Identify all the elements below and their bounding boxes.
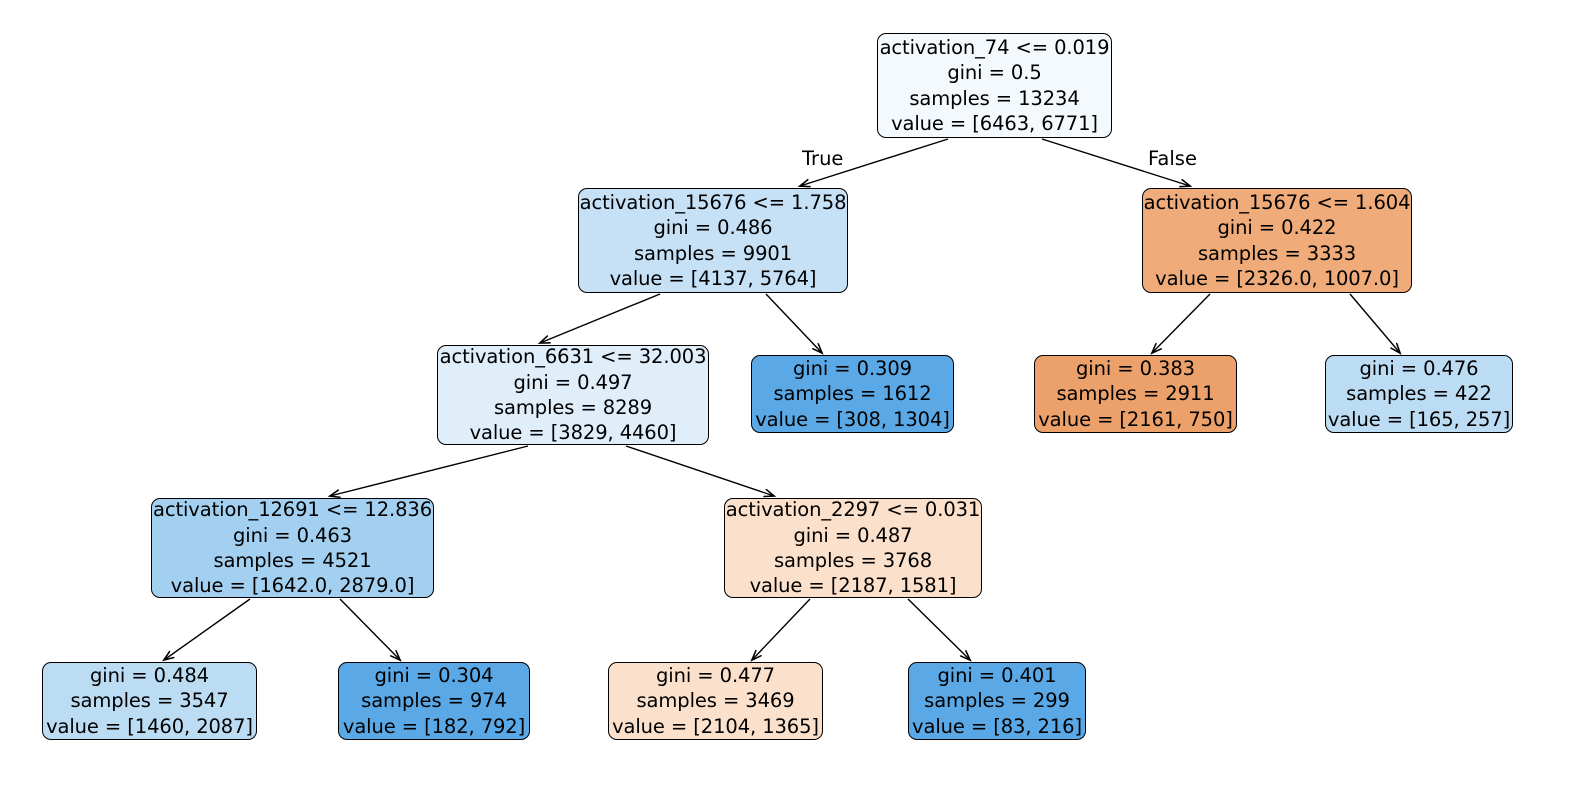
node-text-line: gini = 0.477 xyxy=(656,663,775,687)
node-text-line: activation_15676 <= 1.604 xyxy=(1143,190,1411,214)
node-text-line: value = [2161, 750] xyxy=(1038,407,1233,431)
node-text-line: value = [165, 257] xyxy=(1327,407,1511,431)
node-text-line: samples = 3547 xyxy=(70,689,229,713)
node-text-line: gini = 0.497 xyxy=(513,370,633,394)
node-text-line: value = [4137, 5764] xyxy=(609,266,817,290)
node-text-line: gini = 0.487 xyxy=(793,523,913,547)
tree-edge-n2-to-n5 xyxy=(1152,293,1211,353)
node-text-line: activation_2297 <= 0.031 xyxy=(725,498,981,522)
node-text-line: gini = 0.486 xyxy=(653,216,773,240)
node-text-line: gini = 0.309 xyxy=(793,356,912,380)
node-text-line: samples = 422 xyxy=(1346,382,1492,406)
node-text-line: gini = 0.304 xyxy=(374,663,494,687)
node-text-line: samples = 4521 xyxy=(213,549,372,572)
tree-edge-n1-to-n3 xyxy=(540,293,661,343)
node-text-line: gini = 0.463 xyxy=(233,523,352,547)
node-text-line: value = [308, 1304] xyxy=(755,407,950,431)
node-text-line: value = [2326.0, 1007.0] xyxy=(1155,266,1399,290)
node-text-line: samples = 2911 xyxy=(1056,382,1215,406)
edge-label-false: False xyxy=(1148,147,1197,170)
node-text-line: gini = 0.383 xyxy=(1076,356,1195,380)
node-text-line: gini = 0.5 xyxy=(947,61,1042,85)
node-text-line: activation_15676 <= 1.758 xyxy=(579,190,847,214)
tree-edge-n1-to-n4 xyxy=(765,293,822,353)
node-text-line: gini = 0.401 xyxy=(937,663,1057,687)
node-text-line: value = [2104, 1365] xyxy=(612,714,819,738)
tree-edge-n7-to-n10 xyxy=(339,598,400,660)
node-text-line: value = [83, 216] xyxy=(912,714,1082,738)
node-text-line: value = [6463, 6771] xyxy=(891,111,1098,135)
node-text-line: samples = 3768 xyxy=(773,549,933,572)
node-text-line: samples = 9901 xyxy=(633,241,793,265)
node-text-line: samples = 1612 xyxy=(773,382,932,406)
node-text-line: value = [182, 792] xyxy=(342,714,526,738)
node-text-line: samples = 3469 xyxy=(636,689,795,713)
tree-edge-n3-to-n8 xyxy=(625,445,774,496)
tree-edge-n2-to-n6 xyxy=(1349,293,1400,353)
node-text-line: activation_6631 <= 32.003 xyxy=(439,345,707,369)
node-text-line: samples = 299 xyxy=(924,689,1070,713)
tree-edge-n8-to-n12 xyxy=(907,598,970,660)
node-text-line: activation_12691 <= 12.836 xyxy=(152,498,433,522)
node-text-line: value = [2187, 1581] xyxy=(749,574,957,598)
node-text-line: samples = 3333 xyxy=(1197,241,1357,265)
node-text-line: value = [1460, 2087] xyxy=(46,714,253,738)
node-text-line: samples = 8289 xyxy=(493,396,653,419)
node-text-line: gini = 0.484 xyxy=(90,663,209,687)
node-text-line: gini = 0.476 xyxy=(1359,356,1479,380)
node-text-line: activation_74 <= 0.019 xyxy=(879,35,1110,59)
node-text-line: samples = 13234 xyxy=(909,86,1080,110)
tree-edge-n7-to-n9 xyxy=(164,598,251,660)
node-text-line: value = [1642.0, 2879.0] xyxy=(170,574,415,598)
node-text-line: samples = 974 xyxy=(361,689,507,713)
tree-edge-n8-to-n11 xyxy=(752,598,811,660)
node-text-line: value = [3829, 4460] xyxy=(469,421,677,445)
node-text-line: gini = 0.422 xyxy=(1217,216,1337,240)
edge-label-true: True xyxy=(802,147,844,170)
tree-edge-n3-to-n7 xyxy=(330,445,529,496)
